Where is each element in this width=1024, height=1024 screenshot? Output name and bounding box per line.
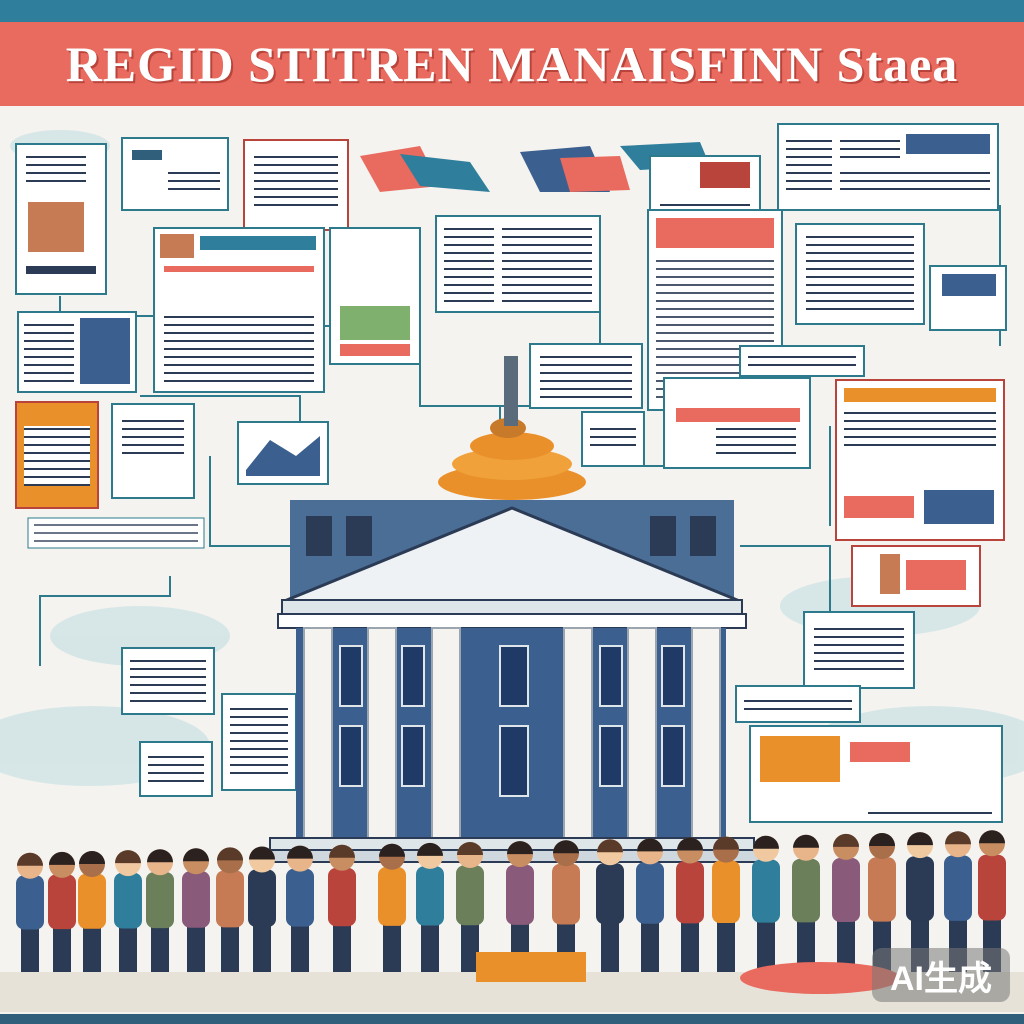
- person-figure: [752, 835, 780, 972]
- document-panel: [121, 137, 229, 211]
- banner-title: REGID STITREN MANAISFINN Staea: [65, 36, 959, 92]
- person-figure: [328, 844, 356, 972]
- document-panel: [15, 401, 99, 509]
- person-figure: [16, 852, 44, 972]
- person-figure: [596, 839, 624, 972]
- person-figure: [114, 850, 142, 972]
- crowd-of-people: [16, 830, 1006, 972]
- person-figure: [712, 836, 740, 972]
- person-figure: [378, 843, 406, 972]
- document-panel: [581, 411, 645, 467]
- document-panel: [153, 227, 325, 393]
- document-panel: [739, 345, 865, 377]
- document-panel: [221, 693, 297, 791]
- person-figure: [48, 851, 76, 972]
- person-figure: [676, 837, 704, 972]
- government-building: [259, 500, 765, 863]
- person-figure: [792, 834, 820, 972]
- document-panel: [795, 223, 925, 325]
- document-panel: [803, 611, 915, 689]
- illustration-scene: [0, 123, 1024, 1012]
- watermark-text: AI生成: [890, 959, 992, 998]
- document-panel: [777, 123, 999, 211]
- person-figure: [216, 847, 244, 972]
- document-panel: [929, 265, 1007, 331]
- person-figure: [832, 833, 860, 972]
- top-stripe: [0, 0, 1024, 22]
- document-panel: [529, 343, 643, 409]
- document-panel: [111, 403, 195, 499]
- document-panel: [243, 139, 349, 231]
- gold-treasure-pile: [438, 356, 586, 500]
- document-panel: [435, 215, 601, 313]
- document-panel: [647, 209, 783, 411]
- document-panel: [17, 311, 137, 393]
- document-panel: [735, 685, 861, 723]
- document-panel: [835, 379, 1005, 541]
- ai-generated-watermark: AI生成: [872, 948, 1010, 1002]
- document-panel: [139, 741, 213, 797]
- person-figure: [182, 848, 210, 972]
- title-banner: REGID STITREN MANAISFINN Staea: [0, 22, 1024, 106]
- person-figure: [868, 833, 896, 972]
- document-panel: [27, 517, 205, 549]
- document-panel: [329, 227, 421, 365]
- person-figure: [636, 838, 664, 972]
- document-panel: [663, 377, 811, 469]
- person-figure: [78, 851, 106, 972]
- person-figure: [286, 845, 314, 972]
- document-panel: [121, 647, 215, 715]
- gold-basket: [476, 952, 586, 982]
- document-panel: [237, 421, 329, 485]
- person-figure: [146, 849, 174, 972]
- person-figure: [416, 842, 444, 972]
- document-panel: [749, 725, 1003, 823]
- document-panel: [15, 143, 107, 295]
- red-cushion: [740, 962, 900, 994]
- person-figure: [456, 842, 484, 972]
- document-panels: [15, 123, 1007, 823]
- bottom-bar: [0, 1014, 1024, 1024]
- document-panel: [851, 545, 981, 607]
- person-figure: [248, 846, 276, 972]
